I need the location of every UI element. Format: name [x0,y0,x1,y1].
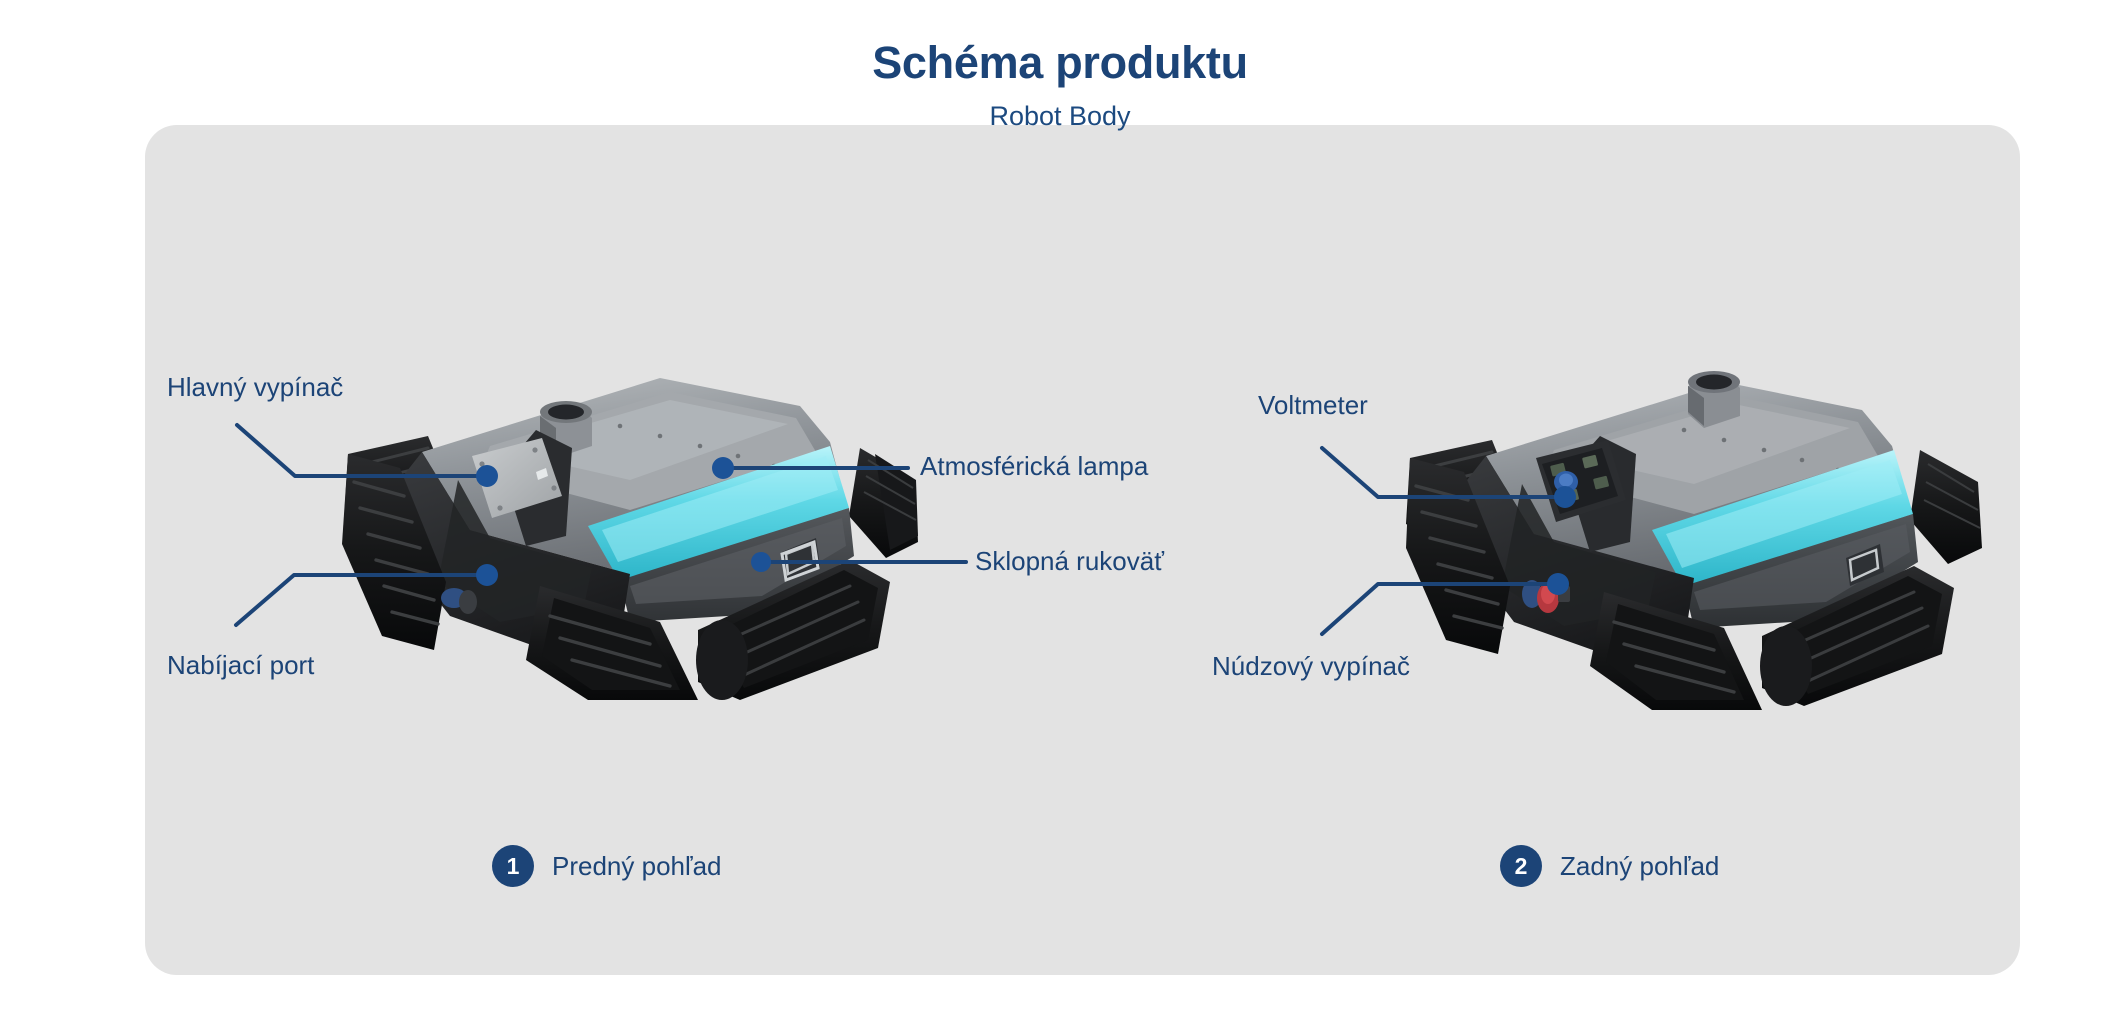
folding-handle-part [780,539,820,583]
track-front-center-2 [1590,592,1762,710]
view-caption-rear: 2 Zadný pohľad [1500,845,1719,887]
page-subtitle: Robot Body [989,100,1131,131]
chassis-skirt-2 [1684,514,1918,628]
atmospheric-lamp-strip-2 [1652,450,1913,588]
callout-label-voltmeter: Voltmeter [1258,390,1368,420]
callout-label-charging-port: Nabíjací port [167,650,315,680]
track-rear-right-lower [696,560,890,700]
intake-chimney-2 [1688,371,1740,428]
robot-front-view-image [330,330,930,700]
callout-label-folding-handle: Sklopná rukoväť [975,546,1164,576]
callout-label-main-switch: Hlavný vypínač [167,372,344,402]
diagram-header: Schéma produktu Robot Body [0,38,2120,131]
track-right-lower-2 [1760,566,1954,706]
view-caption-front: 1 Predný pohľad [492,845,721,887]
track-front-center [526,586,698,700]
view-badge-2: 2 [1500,845,1542,887]
robot-rear-view-image [1400,340,2000,710]
page-title: Schéma produktu [872,37,1248,88]
track-rear-right [849,448,918,558]
view-caption-text-rear: Zadný pohľad [1560,850,1720,881]
callout-label-emergency-stop: Núdzový vypínač [1212,651,1410,681]
view-badge-1: 1 [492,845,534,887]
track-rear-right-2 [1910,450,1982,564]
atmospheric-lamp-strip [588,446,849,582]
view-caption-text-front: Predný pohľad [552,850,722,881]
chassis-skirt [620,508,854,622]
callout-label-atmospheric-lamp: Atmosférická lampa [920,451,1149,481]
